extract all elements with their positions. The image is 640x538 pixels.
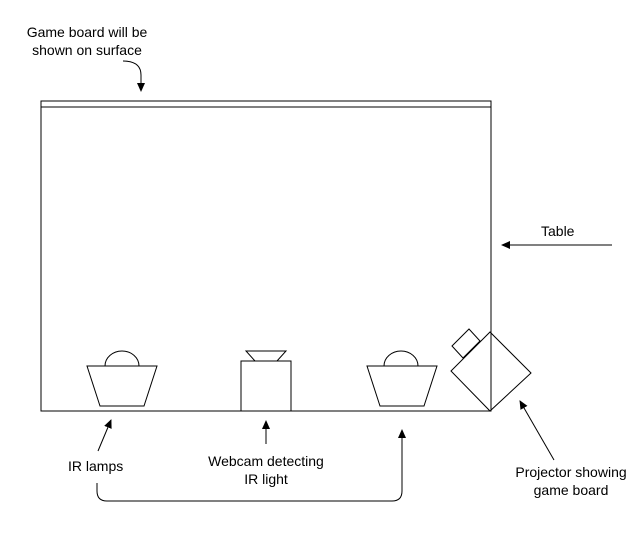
surface-label: Game board will be shown on surface [12,23,162,59]
projector-label-line1: Projector showing [515,464,627,480]
arrow-to-ir-lamp-left [97,419,112,452]
table-body [40,107,492,412]
ir-lamp-right-bulb [383,350,419,367]
table-label: Table [541,223,575,239]
ir-lamp-right-shade [366,365,438,407]
table-surface [40,100,492,108]
projector-label: Projector showing game board [504,463,638,499]
projector-label-line2: game board [533,482,609,498]
projector-lens [451,328,481,359]
table [40,100,492,412]
ir-lamp-right [366,350,438,407]
arrow-to-ir-lamp-right [96,429,406,502]
webcam-body [240,360,292,412]
arrow-to-surface [122,60,145,92]
ir-lamp-left [86,350,158,407]
webcam-lens [244,350,288,362]
projector [450,328,532,412]
ir-lamp-left-bulb [104,350,140,367]
webcam-label-line2: IR light [244,471,288,487]
ir-lamps-label: IR lamps [68,458,124,474]
surface-label-line1: Game board will be [26,24,148,40]
webcam-label: Webcam detecting IR light [191,452,341,488]
surface-label-line2: shown on surface [32,42,142,58]
arrow-to-projector [519,400,555,461]
projector-body [450,331,532,412]
webcam-label-line1: Webcam detecting [208,453,324,469]
ir-lamp-left-shade [86,365,158,407]
webcam [240,350,292,412]
